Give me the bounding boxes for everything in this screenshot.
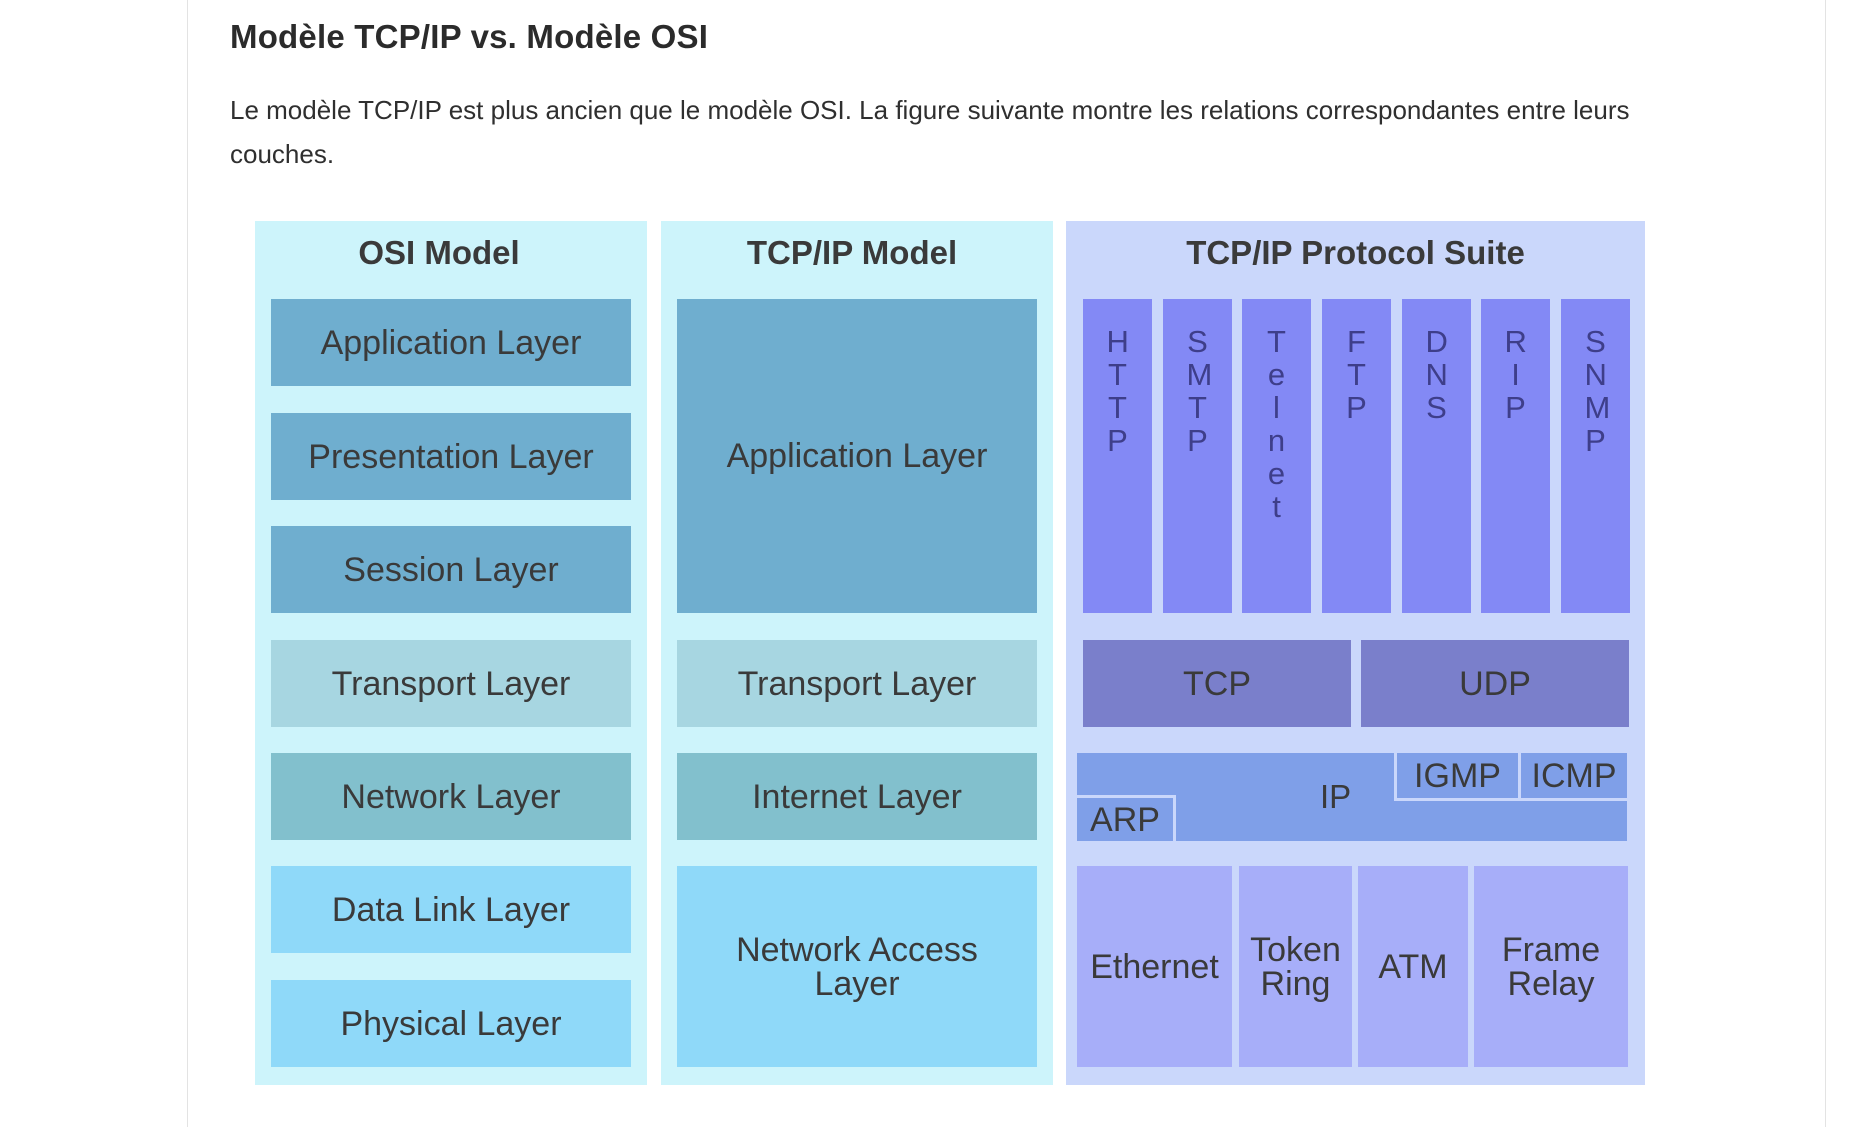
protocol-snmp: SNMP	[1561, 299, 1630, 613]
section-title: Modèle TCP/IP vs. Modèle OSI	[230, 18, 709, 55]
section-paragraph: Le modèle TCP/IP est plus ancien que le …	[230, 95, 1630, 169]
protocol-ethernet: Ethernet	[1077, 866, 1232, 1067]
osi-model-title: OSI Model	[358, 234, 520, 271]
tcpip-application-layer: Application Layer	[677, 299, 1037, 613]
tcpip-transport-layer: Transport Layer	[677, 640, 1037, 727]
protocol-ftp-label: FTP	[1346, 324, 1367, 425]
content-right-border	[1825, 0, 1826, 1127]
tcpip-internet-layer: Internet Layer	[677, 753, 1037, 840]
osi-transport-layer: Transport Layer	[271, 640, 631, 727]
protocol-ftp: FTP	[1322, 299, 1391, 613]
protocol-suite-title: TCP/IP Protocol Suite	[1186, 234, 1525, 271]
osi-network-layer: Network Layer	[271, 753, 631, 840]
protocol-tcp: TCP	[1083, 640, 1351, 727]
protocol-dns: DNS	[1402, 299, 1471, 613]
protocol-smtp-label: SMTP	[1186, 324, 1213, 458]
protocol-http: HTTP	[1083, 299, 1152, 613]
tcpip-model-title: TCP/IP Model	[746, 234, 958, 271]
tcpip-network-access-layer: Network Access Layer	[677, 866, 1037, 1067]
content-left-border	[187, 0, 188, 1127]
osi-session-layer: Session Layer	[271, 526, 631, 613]
osi-presentation-layer: Presentation Layer	[271, 413, 631, 500]
osi-application-layer: Application Layer	[271, 299, 631, 386]
protocol-http-label: HTTP	[1106, 324, 1129, 458]
protocol-dns-label: DNS	[1425, 324, 1448, 425]
protocol-udp: UDP	[1361, 640, 1629, 727]
protocol-token-ring: Token Ring	[1239, 866, 1352, 1067]
protocol-telnet: Telnet	[1242, 299, 1311, 613]
protocol-snmp-label: SNMP	[1584, 324, 1611, 458]
protocol-smtp: SMTP	[1163, 299, 1232, 613]
protocol-igmp: IGMP	[1394, 753, 1518, 801]
protocol-ip: IP	[1320, 778, 1352, 815]
protocol-arp: ARP	[1077, 795, 1176, 841]
protocol-frame-relay: Frame Relay	[1474, 866, 1628, 1067]
protocol-atm: ATM	[1358, 866, 1468, 1067]
protocol-rip: RIP	[1481, 299, 1550, 613]
protocol-telnet-label: Telnet	[1267, 324, 1286, 524]
osi-data-link-layer: Data Link Layer	[271, 866, 631, 953]
osi-physical-layer: Physical Layer	[271, 980, 631, 1067]
protocol-icmp: ICMP	[1518, 753, 1627, 801]
protocol-rip-label: RIP	[1504, 324, 1527, 425]
